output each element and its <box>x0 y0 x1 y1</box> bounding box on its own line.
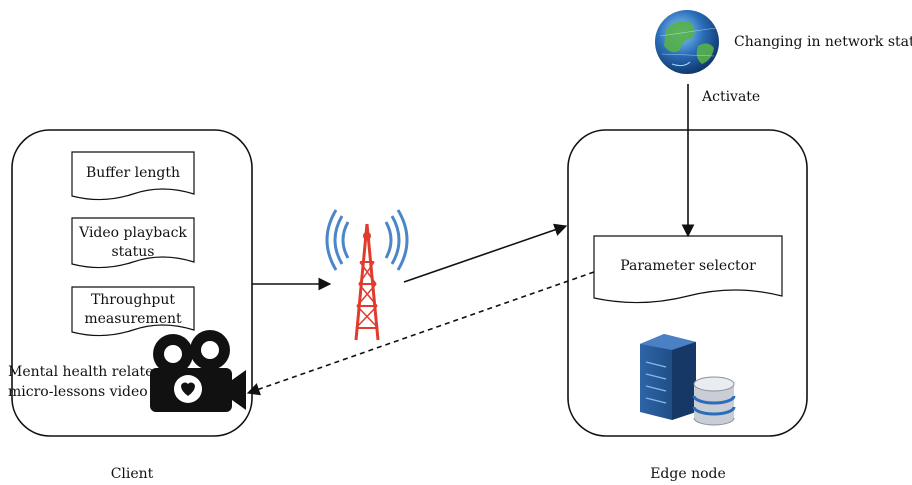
document-shape <box>71 286 195 337</box>
edge-node-caption: Edge node <box>650 466 726 482</box>
server-icon <box>640 334 696 420</box>
selector-to-client-dashed-arrow <box>246 271 595 396</box>
globe-icon <box>655 10 719 74</box>
doc-video-playback-status: Video playback status <box>79 225 187 260</box>
document-shape <box>71 151 195 201</box>
tower-to-edge-arrow <box>403 223 568 283</box>
parameter-selector-shape <box>593 235 783 304</box>
database-icon <box>692 376 736 426</box>
video-label: Mental health related micro-lessons vide… <box>8 364 163 400</box>
activate-label: Activate <box>702 89 761 105</box>
video-camera-icon <box>150 330 246 412</box>
document-shape <box>71 217 195 269</box>
cell-tower-icon <box>325 209 409 341</box>
parameter-selector-label: Parameter selector <box>620 258 756 274</box>
client-caption: Client <box>110 466 154 482</box>
doc-buffer-length: Buffer length <box>85 165 181 181</box>
client-box <box>11 129 253 437</box>
network-status-label: Changing in network status <box>734 34 912 50</box>
doc-throughput-measurement: Throughput measurement <box>84 292 182 327</box>
